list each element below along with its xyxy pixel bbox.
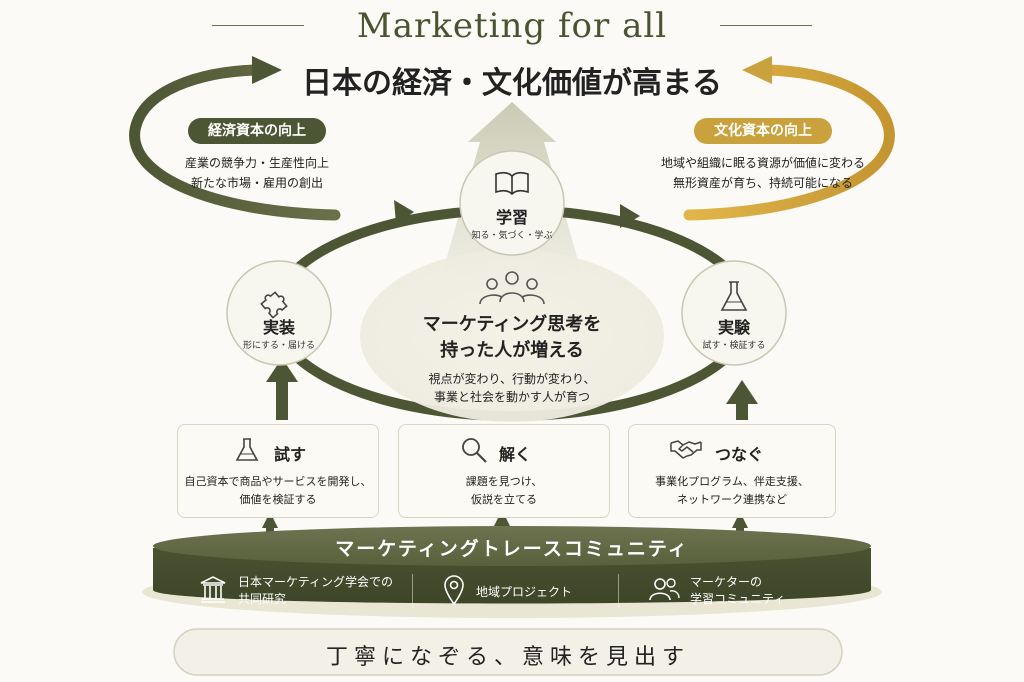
left-arc	[129, 64, 341, 221]
people-icon	[479, 271, 545, 305]
economic-line-2: 新たな市場・雇用の創出	[190, 176, 323, 190]
center-body-1: 視点が変わり、行動が変わり、	[428, 372, 596, 386]
box-connect: つなぐ 事業化プログラム、伴走支援、 ネットワーク連携など	[628, 424, 836, 518]
platform-divider-1	[412, 574, 413, 608]
up-arrow-box-1	[262, 512, 278, 528]
cycle-arrow-2	[620, 204, 640, 228]
platform-item-community: マーケターの 学習コミュニティ	[690, 574, 840, 608]
center-message: マーケティング思考を 持った人が増える 視点が変わり、行動が変わり、 事業と社会…	[392, 312, 632, 406]
box-connect-line-1: 事業化プログラム、伴走支援、	[655, 475, 809, 488]
footer-tagline: 丁寧になぞる、意味を見出す	[325, 645, 690, 670]
platform-divider-2	[618, 574, 619, 608]
economic-capital-text: 産業の競争力・生産性向上 新たな市場・雇用の創出	[150, 153, 364, 193]
center-heading-1: マーケティング思考を	[422, 314, 602, 335]
learning-node	[459, 150, 565, 256]
economic-line-1: 産業の競争力・生産性向上	[184, 156, 329, 170]
box-try-line-1: 自己資本で商品やサービスを開発し、	[184, 475, 372, 488]
box-try-line-2: 価値を検証する	[239, 493, 317, 506]
box-solve-line-2: 仮説を立てる	[471, 493, 537, 506]
footer-pill	[173, 628, 843, 676]
experiment-sub: 試す・検証する	[702, 341, 766, 351]
platform-title: マーケティングトレースコミュニティ	[335, 538, 689, 560]
learning-label: 学習 知る・気づく・学ぶ	[460, 204, 564, 241]
up-arrow-right	[726, 380, 758, 404]
center-body-2: 事業と社会を動かす人が育つ	[433, 390, 590, 404]
cultural-line-2: 無形資産が育ち、持続可能になる	[672, 176, 853, 190]
implementation-label: 実装 形にする・届ける	[227, 314, 331, 351]
box-try: 試す 自己資本で商品やサービスを開発し、 価値を検証する	[177, 424, 379, 518]
title-jp: 日本の経済・文化価値が高まる	[302, 66, 722, 101]
box-solve: 解く 課題を見つけ、 仮説を立てる	[398, 424, 610, 518]
platform-regional-line-1: 地域プロジェクト	[476, 585, 573, 599]
box-connect-line-2: ネットワーク連携など	[677, 493, 787, 506]
box-connect-body: 事業化プログラム、伴走支援、 ネットワーク連携など	[629, 473, 835, 509]
cultural-capital-badge: 文化資本の向上	[694, 118, 832, 144]
left-arc-arrowhead	[252, 56, 282, 84]
box-solve-body: 課題を見つけ、 仮説を立てる	[399, 473, 609, 509]
flask-icon	[720, 281, 748, 311]
platform-top	[153, 526, 871, 566]
title-rule-right	[720, 25, 812, 26]
location-pin-icon	[444, 575, 464, 606]
box-connect-title: つなぐ	[715, 445, 764, 464]
building-icon	[200, 576, 226, 603]
experiment-title: 実験	[717, 318, 750, 337]
handshake-icon	[670, 440, 702, 459]
center-heading-2: 持った人が増える	[440, 340, 584, 361]
right-arc-arrowhead	[742, 56, 772, 84]
experiment-node	[681, 260, 787, 366]
cultural-capital-text: 地域や組織に眠る資源が価値に変わる 無形資産が育ち、持続可能になる	[630, 153, 896, 193]
implementation-sub: 形にする・届ける	[242, 341, 316, 351]
magnifier-icon	[462, 438, 487, 463]
box-try-title: 試す	[274, 445, 307, 464]
platform-research-line-2: 共同研究	[238, 592, 287, 606]
flask-icon	[235, 438, 259, 461]
box-try-body: 自己資本で商品やサービスを開発し、 価値を検証する	[178, 473, 378, 509]
cycle-arrow-1	[394, 200, 414, 224]
puzzle-icon	[260, 291, 288, 319]
box-solve-line-1: 課題を見つけ、	[465, 475, 543, 488]
implementation-node	[226, 260, 332, 366]
cultural-line-1: 地域や組織に眠る資源が価値に変わる	[660, 156, 865, 170]
up-arrow-left	[266, 358, 298, 382]
up-arrow-box-3	[732, 512, 748, 528]
center-glow	[360, 250, 664, 422]
title-rule-left	[212, 25, 304, 26]
platform-community-line-1: マーケターの	[690, 575, 763, 589]
experiment-label: 実験 試す・検証する	[682, 314, 786, 351]
learning-sub: 知る・気づく・学ぶ	[471, 231, 553, 241]
learning-title: 学習	[495, 208, 528, 227]
platform-item-research: 日本マーケティング学会での 共同研究	[238, 574, 408, 608]
platform-item-regional: 地域プロジェクト	[476, 584, 606, 601]
economic-capital-badge: 経済資本の向上	[188, 118, 326, 144]
title-en: Marketing for all	[356, 6, 668, 46]
box-solve-title: 解く	[499, 445, 532, 464]
book-icon	[495, 171, 529, 196]
implementation-title: 実装	[262, 318, 295, 337]
platform-community-line-2: 学習コミュニティ	[690, 592, 786, 606]
up-arrow-box-2	[494, 510, 510, 526]
group-icon	[649, 578, 680, 601]
platform-research-line-1: 日本マーケティング学会での	[238, 575, 394, 589]
right-arc	[683, 64, 895, 221]
